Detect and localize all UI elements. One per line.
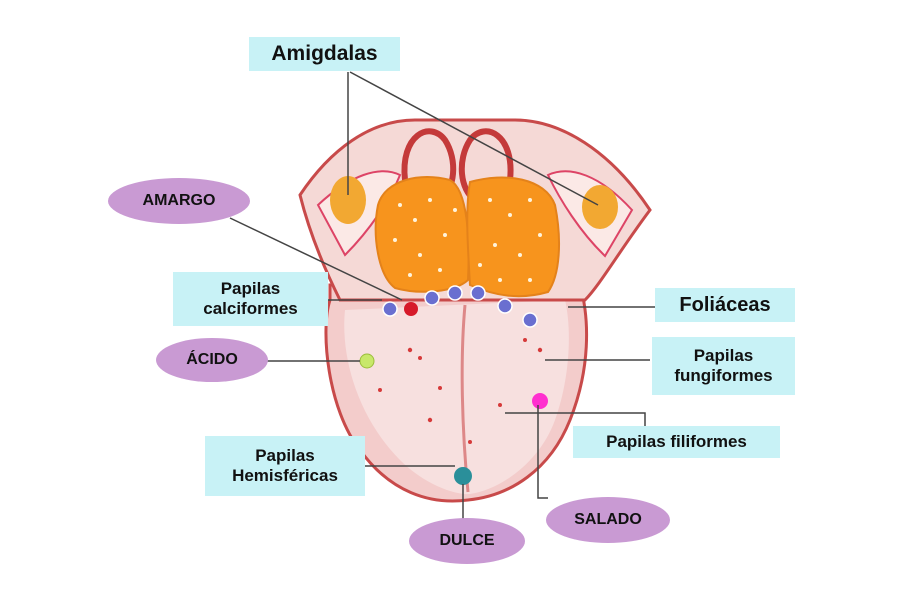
- label-papilas-filiformes: Papilas filiformes: [573, 426, 780, 458]
- tongue-surface: [344, 300, 569, 495]
- amargo-dot: [404, 302, 418, 316]
- label-papilas-hemisfericas: Papilas Hemisféricas: [205, 436, 365, 496]
- lingual-tonsil-right: [466, 176, 561, 298]
- taste-dulce: DULCE: [409, 518, 525, 564]
- right-tonsil: [582, 185, 618, 229]
- acido-dot: [359, 353, 375, 369]
- label-amigdalas: Amigdalas: [249, 37, 400, 71]
- left-tonsil: [330, 176, 366, 224]
- label-papilas-calciformes: Papilas calciformes: [173, 272, 328, 326]
- dulce-dot: [454, 467, 472, 485]
- salado-dot: [532, 393, 548, 409]
- circumvallate-papillae: [382, 285, 538, 328]
- label-foliaceas: Foliáceas: [655, 288, 795, 322]
- tongue-illustration: [298, 118, 652, 503]
- taste-amargo: AMARGO: [108, 178, 250, 224]
- taste-acido: ÁCIDO: [156, 338, 268, 382]
- taste-salado: SALADO: [546, 497, 670, 543]
- label-papilas-fungiformes: Papilas fungiformes: [652, 337, 795, 395]
- lingual-tonsil-left: [374, 176, 470, 293]
